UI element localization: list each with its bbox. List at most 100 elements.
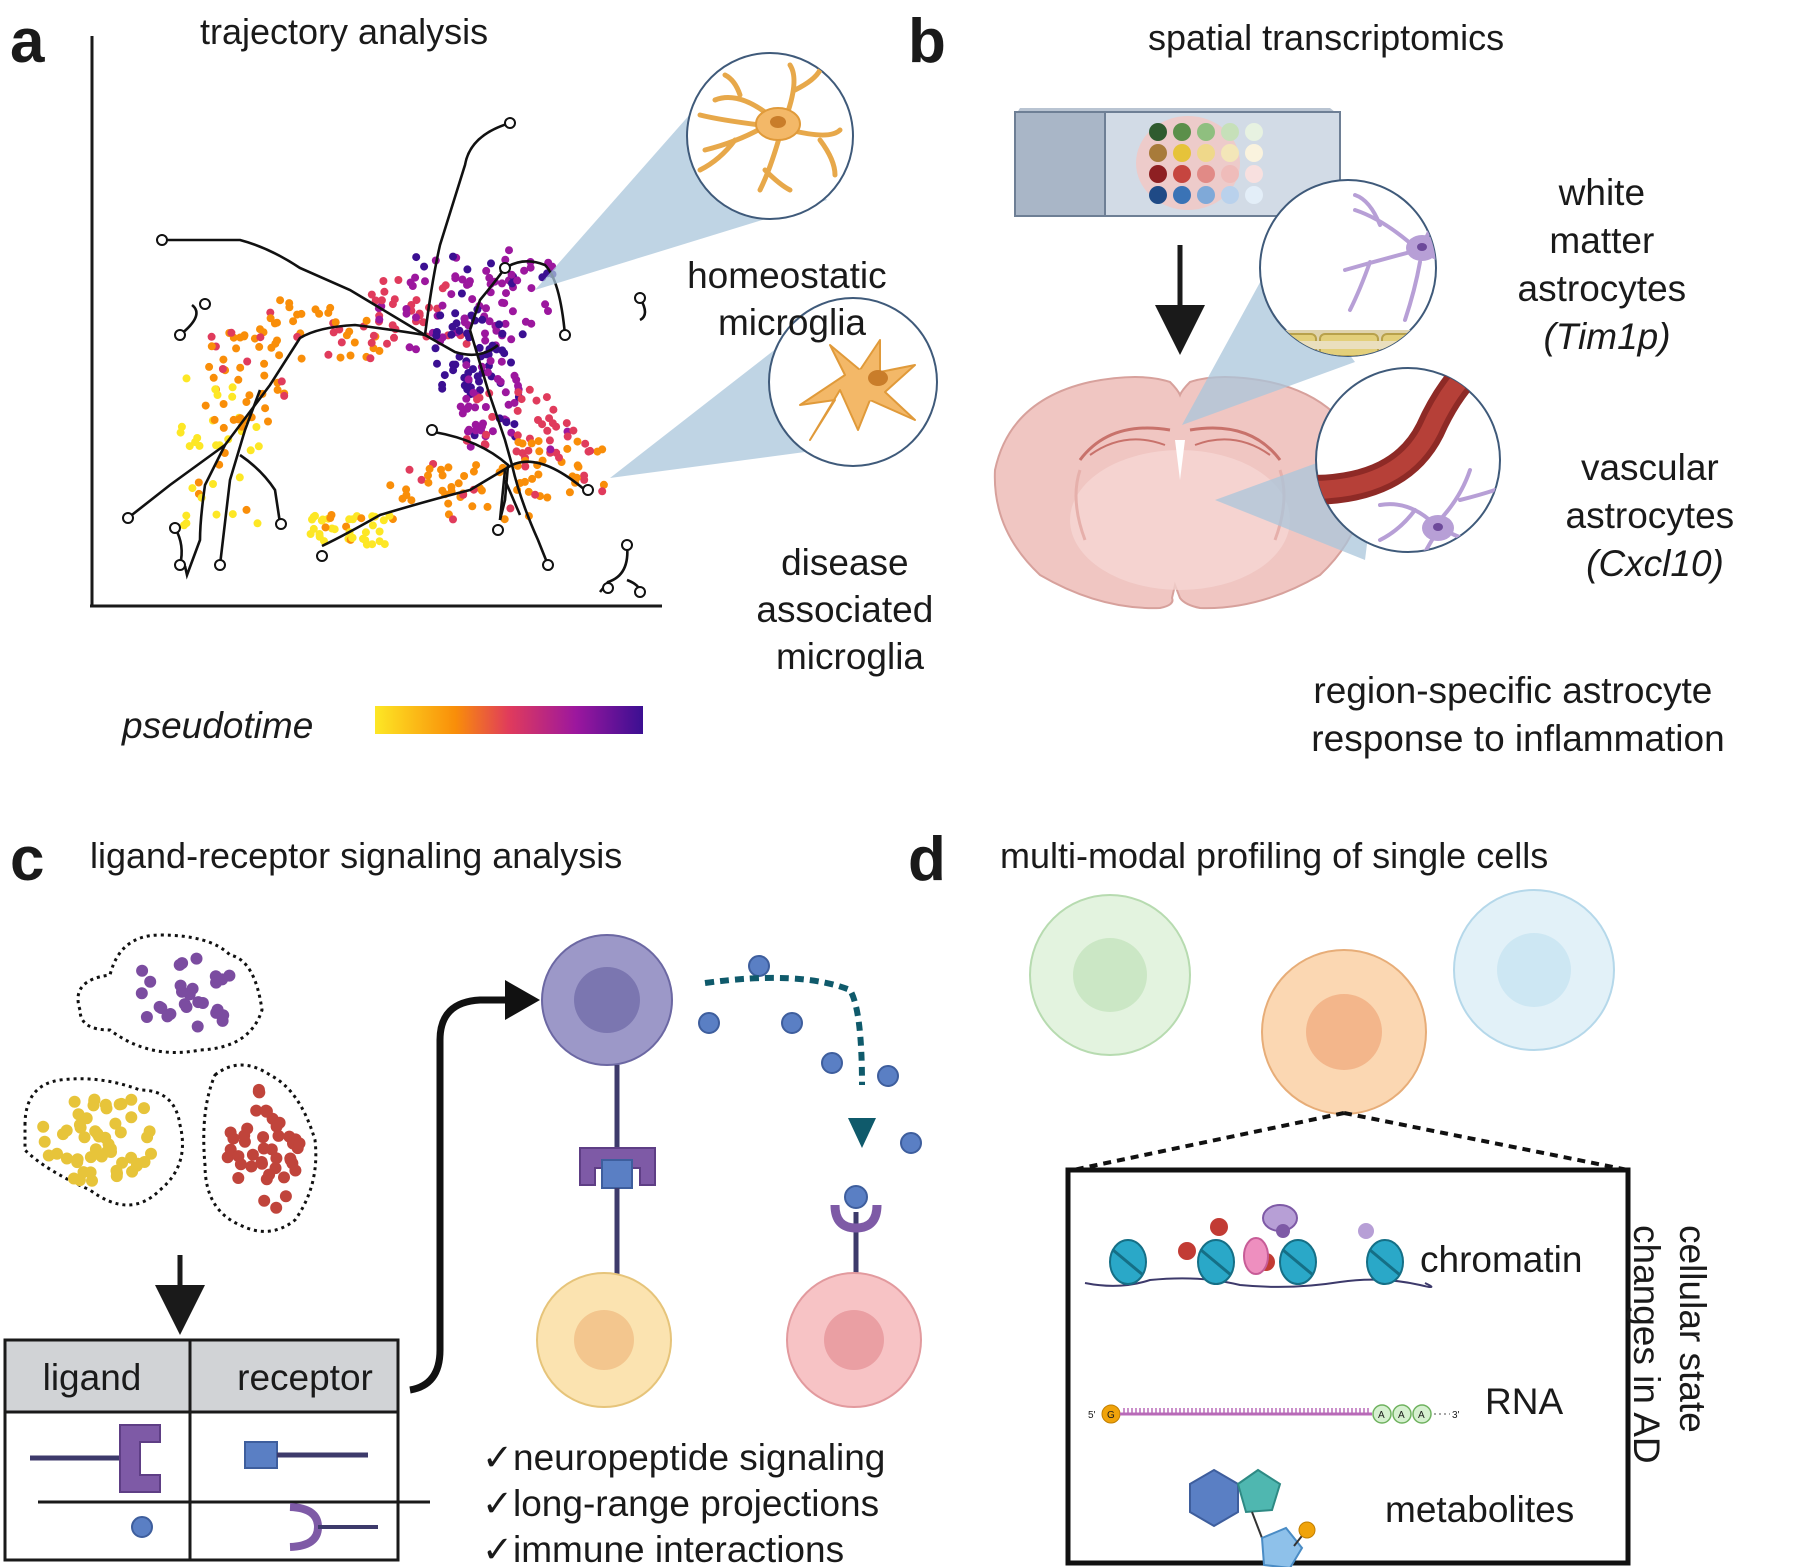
- panel-b: b spatial transcriptomics: [908, 7, 1734, 759]
- scatter-point: [412, 296, 421, 305]
- scatter-point: [293, 310, 302, 319]
- cluster-dot: [155, 1002, 168, 1014]
- cluster-dot: [113, 1098, 126, 1111]
- cluster-dot: [68, 1095, 81, 1108]
- scatter-point: [321, 523, 330, 532]
- scatter-point: [417, 475, 426, 484]
- scatter-point: [535, 447, 544, 456]
- scatter-point: [542, 393, 551, 402]
- scatter-point: [513, 431, 522, 440]
- scatter-point: [440, 371, 449, 380]
- scatter-point: [482, 266, 491, 275]
- scatter-point: [242, 505, 251, 514]
- scatter-point: [277, 377, 286, 386]
- scatter-point: [207, 342, 216, 351]
- scatter-point: [368, 521, 377, 530]
- scatter-point: [498, 329, 507, 338]
- cluster-dot: [272, 1129, 285, 1142]
- cluster-dot: [263, 1168, 276, 1181]
- white-matter-callout-wedge: [1182, 255, 1355, 425]
- cluster-dot: [250, 1104, 263, 1117]
- scatter-point: [236, 363, 245, 372]
- scatter-point: [572, 473, 581, 482]
- metabolites-label: metabolites: [1385, 1489, 1574, 1530]
- scatter-point: [438, 333, 447, 342]
- scatter-point: [377, 296, 386, 305]
- scatter-point: [405, 343, 414, 352]
- scatter-point: [518, 439, 527, 448]
- ligand-receptor-table: ligand receptor: [3, 1338, 430, 1562]
- scatter-point: [462, 394, 471, 403]
- scatter-point: [252, 423, 261, 431]
- scatter-point: [468, 295, 477, 304]
- cluster-dot: [37, 1120, 50, 1133]
- scatter-point: [311, 305, 320, 314]
- spatial-spot: [1245, 144, 1263, 162]
- scatter-point: [193, 434, 202, 442]
- cluster-dot: [210, 1006, 223, 1019]
- cluster-dot: [110, 1170, 123, 1183]
- scatter-point: [420, 262, 429, 271]
- svg-text:5': 5': [1088, 1410, 1096, 1421]
- scatter-point: [507, 335, 516, 344]
- scatter-point: [345, 327, 354, 336]
- scatter-point: [501, 388, 510, 397]
- scatter-point: [448, 322, 457, 331]
- scatter-point: [476, 386, 484, 395]
- cellular-state-label: cellular state changes in AD: [1626, 1225, 1713, 1464]
- scatter-point: [486, 356, 495, 365]
- scatter-point: [260, 371, 269, 380]
- scatter-point: [383, 339, 391, 348]
- cluster-dot: [258, 1194, 271, 1207]
- scatter-point: [438, 471, 447, 480]
- spatial-spot: [1197, 123, 1215, 141]
- scatter-point: [510, 371, 519, 380]
- scatter-point: [255, 342, 264, 351]
- cluster-dot: [130, 1159, 143, 1172]
- spatial-spot: [1245, 123, 1263, 141]
- scatter-point: [451, 309, 460, 318]
- scatter-point: [507, 358, 515, 367]
- scatter-point: [545, 436, 554, 445]
- scatter-point: [324, 308, 333, 317]
- spatial-spot: [1197, 144, 1215, 162]
- scatter-point: [531, 490, 540, 499]
- scatter-point: [449, 252, 457, 261]
- panel-d-letter: d: [908, 825, 946, 894]
- table-header-ligand: ligand: [43, 1357, 142, 1398]
- scatter-point: [463, 404, 472, 413]
- cluster-dot: [260, 1105, 273, 1118]
- scatter-point: [330, 525, 339, 534]
- scatter-point: [447, 290, 456, 299]
- zoom-line-left: [1072, 1111, 1345, 1172]
- scatter-point: [469, 467, 478, 476]
- scatter-point: [563, 444, 572, 453]
- scatter-point: [309, 513, 318, 521]
- scatter-point: [466, 442, 475, 451]
- scatter-point: [253, 519, 262, 528]
- cluster-dot: [99, 1098, 112, 1111]
- panel-c-letter: c: [10, 825, 44, 894]
- scatter-point: [235, 473, 244, 482]
- scatter-point: [242, 398, 251, 406]
- cluster-dot: [145, 1147, 157, 1160]
- scatter-point: [182, 519, 191, 528]
- scatter-point: [478, 315, 487, 324]
- scatter-point: [507, 270, 516, 279]
- cluster-dot: [257, 1142, 270, 1155]
- cluster-dot: [89, 1143, 102, 1156]
- scatter-point: [541, 300, 550, 309]
- scatter-point: [447, 330, 456, 339]
- cluster-dot: [227, 1132, 240, 1145]
- scatter-point: [449, 366, 458, 375]
- scatter-point: [266, 308, 275, 317]
- ligand-dot-icon: [131, 1516, 153, 1538]
- cluster-dot: [140, 1011, 153, 1023]
- scatter-point: [394, 276, 403, 284]
- scatter-point: [521, 462, 530, 471]
- scatter-point: [390, 295, 399, 304]
- modality-box: [1065, 1167, 1631, 1566]
- scatter-point: [367, 338, 376, 347]
- white-matter-label: white matter astrocytes (Tim1p): [1518, 172, 1697, 357]
- scatter-point: [451, 274, 460, 283]
